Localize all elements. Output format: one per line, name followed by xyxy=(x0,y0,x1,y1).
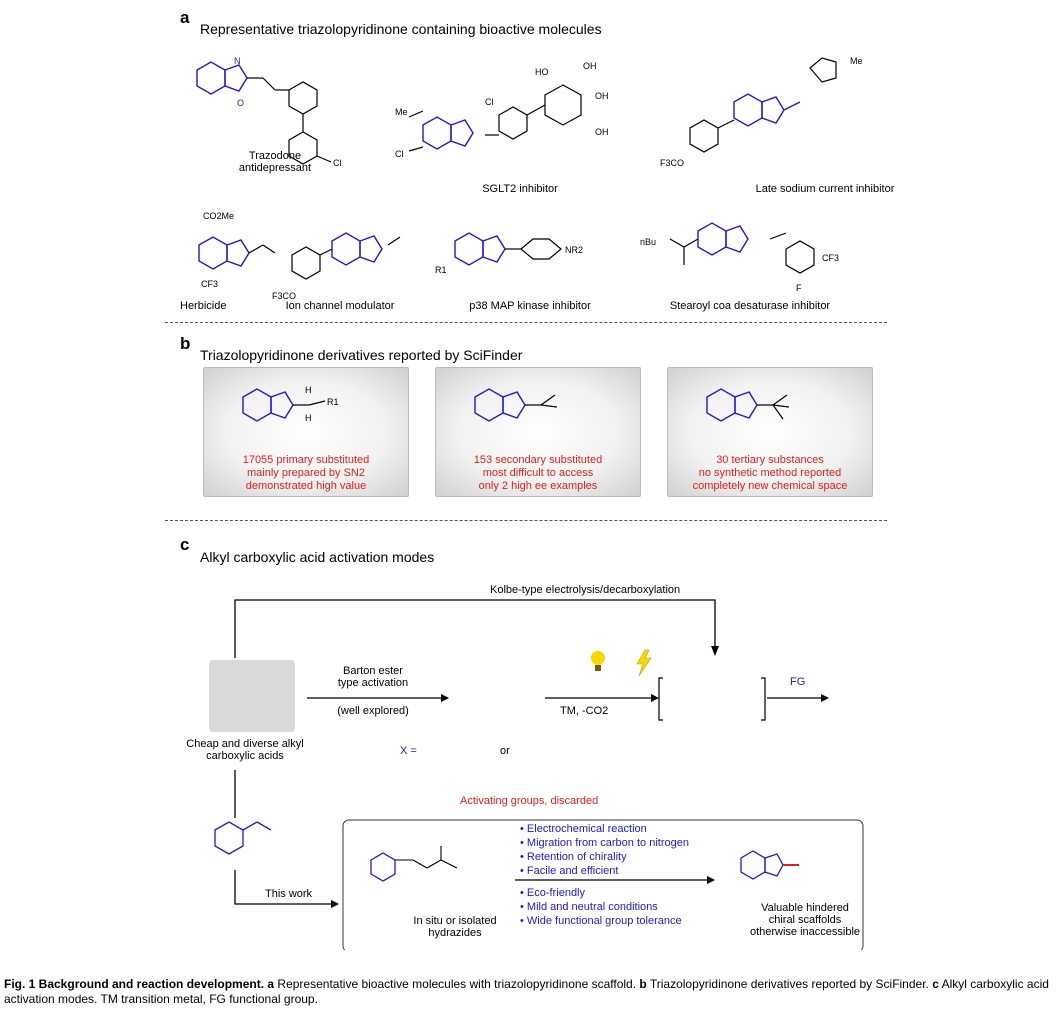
atom-oh-2: OH xyxy=(595,91,609,101)
panel-c-letter: c xyxy=(180,535,190,554)
x-equals: X = xyxy=(400,745,417,757)
atom-cl-2: Cl xyxy=(395,149,404,159)
bullets-top: • Electrochemical reaction • Migration f… xyxy=(520,822,689,878)
atom-ho: HO xyxy=(535,67,549,77)
ion-channel-structure: F3CO xyxy=(272,232,401,301)
bullet-item: • Eco-friendly xyxy=(520,887,585,899)
atom-r1-2: R1 xyxy=(327,397,339,407)
atom-cl-3: Cl xyxy=(485,97,494,107)
atom-cf3: CF3 xyxy=(201,279,218,289)
secondary-structure xyxy=(474,388,558,422)
atom-oh: OH xyxy=(583,61,597,71)
atom-o: O xyxy=(237,98,244,108)
activating-label: Activating groups, discarded xyxy=(460,795,599,807)
atom-me: Me xyxy=(395,107,408,117)
atom-f3co-2: F3CO xyxy=(272,291,296,301)
atom-r1: R1 xyxy=(435,265,447,275)
this-work-label: This work xyxy=(265,888,313,900)
divider-b xyxy=(165,520,887,521)
p38-label: p38 MAP kinase inhibitor xyxy=(469,300,591,312)
herbicide-label: Herbicide xyxy=(180,300,227,312)
atom-co2me: CO2Me xyxy=(203,211,234,221)
bullet-item: • Mild and neutral conditions xyxy=(520,901,658,913)
p38-structure: R1 NR2 xyxy=(435,232,583,275)
atom-cf3-2: CF3 xyxy=(822,253,839,263)
panel-a-title: Representative triazolopyridinone contai… xyxy=(200,21,602,37)
late-sodium-label: Late sodium current inhibitor xyxy=(755,183,895,195)
atom-h: H xyxy=(305,385,312,395)
primary-structure: H H R1 xyxy=(242,385,339,423)
sglt2-label: SGLT2 inhibitor xyxy=(482,183,558,195)
atom-me-2: Me xyxy=(850,56,863,66)
tertiary-structure xyxy=(706,388,790,422)
atom-n: N xyxy=(234,56,241,66)
bullet-item: • Migration from carbon to nitrogen xyxy=(520,837,689,849)
tm-co2-label: TM, -CO2 xyxy=(560,705,609,717)
atom-oh-3: OH xyxy=(595,127,609,137)
or-label: or xyxy=(500,745,510,757)
bullet-item: • Retention of chirality xyxy=(520,851,627,863)
atom-f3co: F3CO xyxy=(660,158,684,168)
divider-a xyxy=(165,322,887,323)
bullets-bottom: • Eco-friendly • Mild and neutral condit… xyxy=(520,886,682,928)
bullet-item: • Wide functional group tolerance xyxy=(520,915,682,927)
ion-channel-label: Ion channel modulator xyxy=(285,300,395,312)
late-sodium-structure: F3CO Me xyxy=(660,56,863,168)
atom-nr2: NR2 xyxy=(565,245,583,255)
panel-c-scheme xyxy=(209,599,864,950)
atom-nbu: nBu xyxy=(640,237,656,247)
well-explored-label: (well explored) xyxy=(337,705,409,717)
panel-b-title: Triazolopyridinone derivatives reported … xyxy=(200,347,523,363)
panel-a-letter: a xyxy=(180,8,190,27)
atom-f: F xyxy=(796,283,802,293)
figure-caption: Fig. 1 Background and reaction developme… xyxy=(4,977,1049,1006)
atom-h-2: H xyxy=(305,413,312,423)
bullet-item: • Facile and efficient xyxy=(520,865,619,877)
scd-structure: nBu CF3 F xyxy=(640,222,839,293)
panel-c-title: Alkyl carboxylic acid activation modes xyxy=(200,549,435,565)
atom-cl: Cl xyxy=(333,158,342,168)
panel-b-letter: b xyxy=(180,334,191,353)
bullet-item: • Electrochemical reaction xyxy=(520,823,647,835)
fg-label: FG xyxy=(790,676,806,688)
kolbe-label: Kolbe-type electrolysis/decarboxylation xyxy=(490,584,681,596)
scd-label: Stearoyl coa desaturase inhibitor xyxy=(669,300,831,312)
trazodone-structure: N O Cl xyxy=(196,56,342,168)
sglt2-structure: Me Cl Cl HO OH OH OH xyxy=(395,61,609,159)
herbicide-structure: CO2Me CF3 xyxy=(198,211,276,289)
